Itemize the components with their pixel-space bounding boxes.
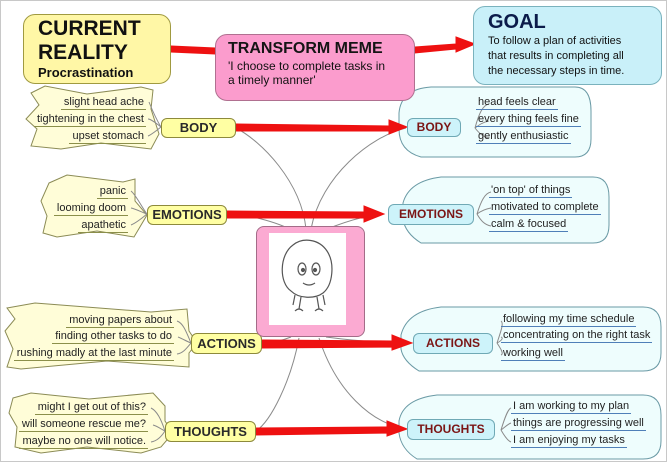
current-reality-title-line2: REALITY: [38, 41, 128, 64]
left-body-item-3: upset stomach: [69, 130, 146, 144]
callout-actions-left: [4, 302, 198, 370]
right-emotions-item-1: 'on top' of things: [489, 184, 573, 198]
curve-center-thoughts-left: [255, 337, 300, 432]
left-thoughts-node: THOUGHTS: [165, 421, 256, 442]
arrow-current-to-transform: [170, 45, 216, 55]
current-reality-box: CURRENT REALITY Procrastination: [23, 14, 171, 84]
arrow-emotions: [226, 205, 386, 223]
goal-box: GOAL To follow a plan of activities that…: [473, 6, 662, 85]
callout-thoughts-left: [8, 392, 174, 454]
right-thoughts-item-3: I am enjoying my tasks: [511, 434, 627, 448]
right-body-item-2: every thing feels fine: [476, 113, 581, 127]
callout-body-left: [25, 85, 160, 150]
right-actions-node: ACTIONS: [413, 333, 493, 354]
callout-emotions-right: [402, 176, 610, 244]
callout-thoughts-right: [398, 394, 662, 460]
left-emotions-item-1: panic: [96, 185, 128, 199]
left-emotions-node: EMOTIONS: [147, 205, 227, 225]
branch-emotions-apathetic: [130, 213, 148, 226]
right-body-item-1: head feels clear: [476, 96, 558, 110]
callout-actions-right: [400, 306, 662, 372]
left-actions-node: ACTIONS: [191, 333, 262, 354]
arrow-actions: [261, 334, 414, 351]
right-thoughts-item-1: I am working to my plan: [511, 400, 632, 414]
left-actions-item-1: moving papers about: [66, 314, 174, 328]
arrow-thoughts: [255, 420, 409, 437]
left-body-item-1: slight head ache: [60, 96, 146, 110]
goal-text: To follow a plan of activities that resu…: [488, 35, 625, 77]
curve-center-thoughts-right: [318, 337, 407, 430]
transform-meme-title: TRANSFORM MEME: [228, 40, 383, 57]
left-emotions-item-2: looming doom: [53, 202, 128, 216]
right-emotions-node: EMOTIONS: [388, 204, 474, 225]
left-thoughts-item-3: maybe no one will notice.: [19, 435, 148, 449]
right-thoughts-item-2: things are progressing well: [511, 417, 646, 431]
right-actions-item-2: concentrating on the right task: [501, 329, 653, 343]
right-body-node: BODY: [407, 118, 461, 137]
current-reality-title-line1: CURRENT: [38, 17, 141, 40]
cartoon-face-icon: [281, 239, 333, 312]
left-actions-item-3: rushing madly at the last minute: [13, 347, 174, 361]
right-emotions-item-2: motivated to complete: [489, 201, 601, 215]
left-body-node: BODY: [161, 118, 236, 138]
transform-meme-box: TRANSFORM MEME 'I choose to complete tas…: [215, 34, 415, 101]
right-actions-item-1: following my time schedule: [501, 313, 637, 327]
left-body-item-2: tightening in the chest: [33, 113, 146, 127]
goal-title: GOAL: [488, 11, 546, 33]
right-emotions-item-3: calm & focused: [489, 218, 569, 232]
right-body-item-3: gently enthusiastic: [476, 130, 571, 144]
current-reality-subtitle: Procrastination: [38, 65, 134, 80]
arrow-body: [235, 119, 409, 135]
right-thoughts-node: THOUGHTS: [407, 419, 495, 440]
callout-body-right: [398, 86, 592, 158]
arrow-transform-to-goal: [414, 36, 477, 54]
left-emotions-item-3: apathetic: [78, 219, 128, 233]
right-actions-item-3: working well: [501, 347, 565, 361]
left-thoughts-item-2: will someone rescue me?: [18, 418, 148, 432]
callout-emotions-left: [40, 174, 148, 238]
transform-meme-text: 'I choose to complete tasks in a timely …: [228, 59, 386, 87]
left-thoughts-item-1: might I get out of this?: [34, 401, 148, 415]
center-image: [269, 233, 346, 325]
left-actions-item-2: finding other tasks to do: [52, 330, 174, 344]
